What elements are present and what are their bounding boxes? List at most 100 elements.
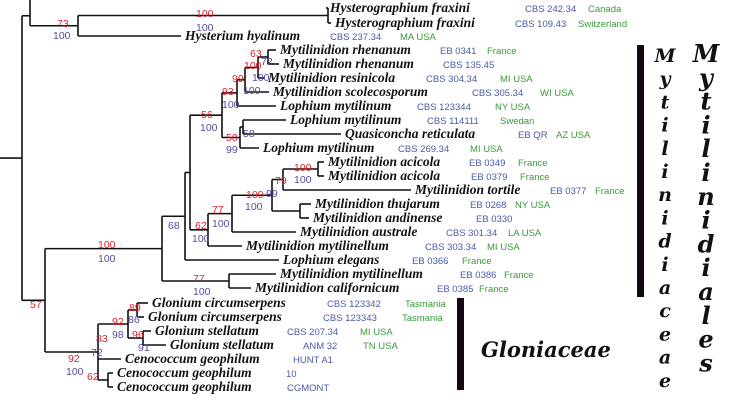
support-value-bottom: 98 — [112, 329, 124, 341]
svg-text:M: M — [653, 45, 676, 67]
taxon-name: Glonium stellatum — [155, 323, 259, 338]
support-value-bottom: 100 — [200, 122, 218, 134]
taxon-name: Mytilinidion acicola — [327, 154, 440, 169]
taxon-name: Hysterographium fraxini — [334, 15, 475, 30]
location: France — [479, 284, 509, 295]
support-value-bottom: 86 — [128, 314, 140, 326]
culture-code: EB 0377 — [550, 186, 586, 197]
support-value-bottom: 100 — [53, 30, 71, 42]
taxon-name: Mytilinidion thujarum — [314, 196, 440, 211]
support-value-top: 77 — [212, 204, 224, 216]
taxon-name: Lophium elegans — [282, 252, 379, 267]
support-value-bottom: 100 — [245, 201, 263, 213]
svg-text:i: i — [661, 254, 668, 276]
taxon-name: Cenococcum geophilum — [117, 365, 252, 380]
svg-text:a: a — [659, 277, 671, 299]
taxon-name: Cenococcum geophilum — [125, 351, 260, 366]
location: France — [595, 186, 625, 197]
support-value-top: 100 — [294, 162, 312, 174]
culture-code: CBS 135.45 — [443, 60, 494, 71]
support-value-top: 63 — [250, 48, 262, 60]
support-value-bottom: 100 — [193, 286, 211, 298]
culture-code: 10 — [286, 369, 297, 380]
support-value-top: 100 — [196, 8, 214, 20]
support-value-top: 100 — [246, 189, 264, 201]
culture-code: EB QR — [518, 130, 548, 141]
taxon-name: Mytilinidion rhenanum — [282, 56, 414, 71]
svg-text:c: c — [659, 300, 671, 322]
svg-text:i: i — [661, 115, 668, 137]
culture-code: EB 0330 — [476, 214, 512, 225]
mytilinidiaceae-bar — [637, 45, 644, 297]
location: NY USA — [495, 102, 531, 113]
culture-code: CBS 304.34 — [426, 74, 477, 85]
support-value-bottom: 72 — [261, 56, 273, 68]
support-value-bottom: 72 — [91, 347, 103, 359]
svg-text:i: i — [661, 161, 668, 183]
culture-code: CBS 237.34 — [330, 32, 381, 43]
culture-code: EB 0349 — [469, 158, 505, 169]
support-value-bottom: 99 — [266, 188, 278, 200]
svg-text:y: y — [698, 63, 715, 92]
svg-text:l: l — [661, 138, 668, 160]
taxon-name: Lophium mytilinum — [289, 112, 401, 127]
support-value-bottom: 58 — [243, 128, 255, 140]
taxon-name: Hysterographium fraxini — [329, 0, 470, 15]
support-value-top: 50 — [226, 132, 238, 144]
support-value-top: 92 — [112, 316, 124, 328]
support-value-bottom: 100 — [98, 253, 116, 265]
location: MI USA — [360, 327, 393, 338]
culture-code: CBS 303.34 — [425, 242, 476, 253]
svg-text:s: s — [698, 348, 713, 377]
location: MI USA — [470, 144, 503, 155]
svg-text:a: a — [659, 347, 671, 369]
culture-code: CBS 242.34 — [525, 4, 576, 15]
svg-text:i: i — [701, 206, 710, 235]
taxon-name: Mytilinidion mytilinellum — [279, 266, 423, 281]
svg-text:i: i — [701, 253, 710, 282]
svg-text:y: y — [658, 68, 672, 90]
gloniaceae-label: Gloniaceae — [481, 337, 611, 362]
svg-text:i: i — [701, 158, 710, 187]
taxon-name: Glonium circumserpens — [152, 295, 286, 310]
svg-text:e: e — [659, 370, 671, 392]
support-value-top: 79 — [275, 175, 287, 187]
culture-code: CBS 123344 — [417, 102, 471, 113]
support-value-top: 99 — [232, 73, 244, 85]
support-value-bottom: 100 — [243, 85, 261, 97]
svg-text:d: d — [658, 231, 671, 253]
taxon-name: Mytilinidion australe — [299, 224, 417, 239]
taxon-name: Mytilinidion andinense — [312, 210, 442, 225]
culture-code: CGMONT — [287, 383, 329, 394]
culture-code: CBS 301.34 — [446, 228, 497, 239]
svg-text:e: e — [659, 323, 671, 345]
culture-code: CBS 109.43 — [515, 19, 566, 30]
location: France — [504, 270, 534, 281]
gloniaceae-bar — [457, 298, 464, 390]
svg-text:l: l — [701, 134, 710, 163]
location: TN USA — [363, 341, 399, 352]
taxon-name: Lophium mytilinum — [279, 98, 391, 113]
culture-code: CBS 114111 — [427, 116, 479, 127]
location: France — [520, 172, 550, 183]
taxon-name: Hysterium hyalinum — [184, 28, 300, 43]
location: AZ USA — [556, 130, 591, 141]
location: Tasmania — [405, 299, 446, 310]
support-value-top: 77 — [193, 273, 205, 285]
taxon-name: Mytilinidion acicola — [327, 168, 440, 183]
culture-code: CBS 269.34 — [398, 144, 449, 155]
support-value-top: 92 — [68, 353, 80, 365]
support-value-top: 73 — [57, 18, 69, 30]
support-value-bottom: 100 — [294, 174, 312, 186]
location: Swedan — [500, 116, 534, 127]
culture-code: HUNT A1 — [293, 355, 333, 366]
svg-text:d: d — [698, 229, 715, 258]
taxon-name: Mytilinidion mytilinellum — [245, 238, 389, 253]
support-value-bottom: 100 — [252, 72, 270, 84]
svg-text:M: M — [692, 39, 721, 68]
svg-text:l: l — [701, 301, 710, 330]
